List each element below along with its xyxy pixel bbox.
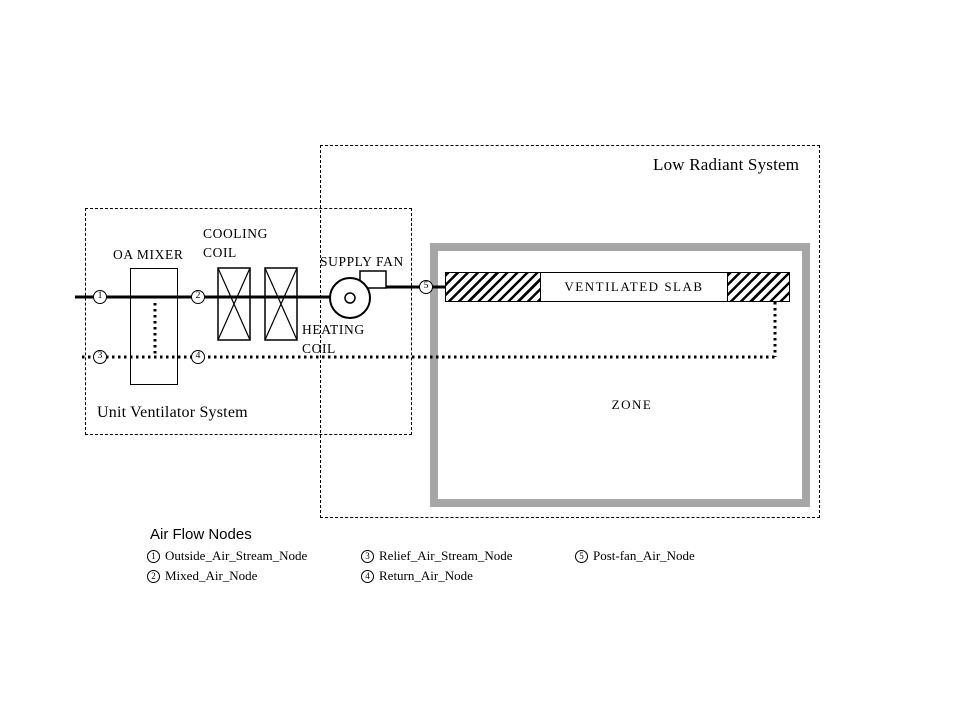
zone-label: ZONE — [611, 397, 653, 412]
legend-label: Relief_Air_Stream_Node — [379, 548, 513, 563]
cooling-coil-label: COOLING COIL — [203, 226, 268, 260]
legend-node-1-icon: 1 — [147, 549, 160, 563]
low-radiant-system-boundary — [320, 145, 820, 518]
node-return-air: 4 — [191, 350, 205, 364]
legend-node-5-icon: 5 — [575, 549, 588, 563]
legend-label: Return_Air_Node — [379, 568, 473, 583]
legend-node-4-icon: 4 — [361, 569, 374, 583]
legend-entry-relief-air: 3 Relief_Air_Stream_Node — [361, 548, 513, 564]
legend-node-2-icon: 2 — [147, 569, 160, 583]
legend-entry-mixed-air: 2 Mixed_Air_Node — [147, 568, 257, 584]
node-mixed-air: 2 — [191, 290, 205, 304]
slab-hatch-right — [727, 273, 789, 301]
legend-label: Outside_Air_Stream_Node — [165, 548, 308, 563]
ventilated-slab-label: VENTILATED SLAB — [541, 273, 727, 301]
node-outside-air-stream: 1 — [93, 290, 107, 304]
supply-fan-label: SUPPLY FAN — [320, 254, 404, 269]
oa-mixer-label: OA MIXER — [113, 247, 184, 262]
legend-title: Air Flow Nodes — [150, 526, 252, 543]
legend-entry-post-fan-air: 5 Post-fan_Air_Node — [575, 548, 695, 564]
ventilated-slab: VENTILATED SLAB — [445, 272, 790, 302]
node-post-fan-air: 5 — [419, 280, 433, 294]
unit-ventilator-system-title: Unit Ventilator System — [97, 404, 248, 421]
unit-ventilator-system-boundary — [85, 208, 412, 435]
legend-label: Mixed_Air_Node — [165, 568, 258, 583]
heating-coil-label: HEATING COIL — [302, 322, 365, 356]
legend-node-3-icon: 3 — [361, 549, 374, 563]
legend-label: Post-fan_Air_Node — [593, 548, 695, 563]
legend-entry-outside-air: 1 Outside_Air_Stream_Node — [147, 548, 307, 564]
zone-enclosure — [430, 243, 810, 507]
oa-mixer-box — [130, 268, 178, 385]
low-radiant-system-title: Low Radiant System — [653, 155, 800, 174]
node-relief-air-stream: 3 — [93, 350, 107, 364]
slab-hatch-left — [446, 273, 541, 301]
legend-entry-return-air: 4 Return_Air_Node — [361, 568, 473, 584]
